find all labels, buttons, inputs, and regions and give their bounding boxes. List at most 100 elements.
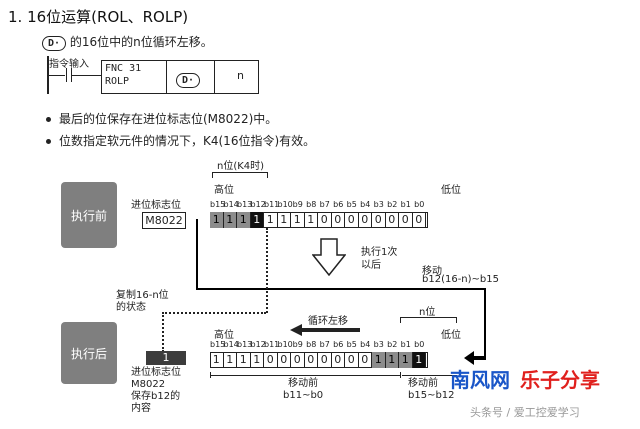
path-arrow-icon (464, 351, 486, 365)
carry-label-after: 进位标志位 M8022 保存b12的 内容 (131, 367, 181, 414)
bit-name-label: b13 (237, 200, 253, 209)
carry-box-after: 1 (146, 351, 186, 365)
bit-name-label: b8 (306, 340, 317, 349)
bit-cell: 0 (372, 212, 386, 228)
bit-name-label: b10 (277, 340, 293, 349)
bit-cell: 0 (318, 352, 332, 368)
bit-name-label: b10 (277, 200, 293, 209)
bit-name-label: b13 (237, 340, 253, 349)
carry-box-before: M8022 (142, 212, 186, 229)
down-arrow-icon (312, 238, 346, 276)
contact-right (71, 68, 72, 82)
bit-name-label: b6 (333, 340, 344, 349)
n-bits-label: n位(K4时) (217, 161, 265, 172)
bit-cell: 1 (251, 352, 264, 368)
bit-name-label: b8 (306, 200, 317, 209)
bullet-2: 位数指定软元件的情况下，K4(16位指令)有效。 (46, 132, 315, 149)
bit-name-label: b12 (250, 340, 266, 349)
bit-cell: 1 (372, 352, 386, 368)
mb1-line (210, 375, 400, 376)
ladder-rail (47, 56, 49, 94)
copy-line-h (162, 312, 266, 314)
bit-name-label: b7 (319, 200, 330, 209)
bit-name-label: b12 (250, 200, 266, 209)
instruction-input-label: 指令输入 (49, 59, 89, 70)
bit-name-label: b14 (223, 200, 239, 209)
intro-line: D· 的16位中的n位循环左移。 (42, 33, 213, 51)
moved-before-2: 移动前 b15~b12 (408, 378, 455, 401)
path-line-left (196, 219, 198, 289)
n2-bracket-right (456, 317, 457, 323)
n-bracket-left (212, 172, 213, 178)
low-label: 低位 (441, 185, 461, 196)
bit-name-label: b5 (346, 340, 357, 349)
bit-cell: 0 (332, 212, 345, 228)
bit-cell: 0 (291, 352, 305, 368)
bit-name-label: b4 (360, 340, 371, 349)
bit-cell: 1 (278, 212, 291, 228)
bit-cell: 0 (332, 352, 345, 368)
bit-name-label: b9 (292, 200, 303, 209)
bit-name-label: b7 (319, 340, 330, 349)
bit-name-label: b1 (400, 200, 411, 209)
path-line-right (484, 288, 486, 358)
bit-name-label: b0 (414, 200, 425, 209)
bit-name-label: b1 (400, 340, 411, 349)
instruction-operand: D· (176, 68, 201, 88)
bit-cell: 0 (413, 212, 426, 228)
low-label-after: 低位 (441, 330, 461, 341)
watermark-brand-blue: 南风网 (450, 368, 510, 392)
bullet-dot-icon (46, 117, 51, 122)
bullet-dot-icon (46, 139, 51, 144)
section-heading: 1. 16位运算(ROL、ROLP) (8, 8, 189, 26)
bit-cell: 1 (264, 212, 278, 228)
bit-cell: 1 (210, 352, 224, 368)
rotate-left-label: 循环左移 (308, 316, 348, 327)
bit-cell: 1 (250, 212, 264, 228)
left-arrow-icon (290, 324, 360, 336)
path-line-mid (196, 288, 486, 290)
bit-name-label: b6 (333, 200, 344, 209)
moved-before-1: 移动前 b11~b0 (283, 378, 324, 401)
watermark-brand-red: 乐子分享 (520, 368, 600, 392)
bit-cell: 1 (412, 352, 426, 368)
bit-cell: 0 (278, 352, 291, 368)
bit-name-label: b4 (360, 200, 371, 209)
bit-name-label: b2 (387, 340, 398, 349)
bit-name-label: b11 (264, 200, 280, 209)
watermark-footer: 头条号 / 爱工控爱学习 (470, 406, 580, 419)
n-bracket-right (267, 172, 268, 178)
instruction-n: n (237, 69, 244, 82)
bit-cell: 0 (359, 352, 372, 368)
high-label: 高位 (214, 185, 234, 196)
bit-cell: 1 (291, 212, 305, 228)
bit-name-label: b15 (210, 340, 226, 349)
intro-text: 的16位中的n位循环左移。 (69, 35, 213, 49)
ladder-wire-2 (72, 75, 101, 76)
bit-cell: 0 (359, 212, 372, 228)
bit-cell: 1 (399, 352, 413, 368)
copy-line-v2 (266, 228, 268, 313)
bit-cell: 1 (223, 212, 237, 228)
bit-name-label: b5 (346, 200, 357, 209)
bit-cell: 1 (385, 352, 399, 368)
after-button: 执行后 (61, 322, 117, 384)
n2-bracket-left (400, 317, 401, 323)
bullet-1: 最后的位保存在进位标志位(M8022)中。 (46, 110, 277, 127)
instruction-name: FNC 31 ROLP (105, 63, 142, 87)
bit-name-label: b15 (210, 200, 226, 209)
bit-name-label: b3 (373, 340, 384, 349)
copy-line-v (162, 312, 164, 352)
bit-name-label: b9 (292, 340, 303, 349)
mb2-line (402, 375, 457, 376)
n2-bracket-top (400, 317, 456, 318)
bit-cell: 0 (399, 212, 413, 228)
bit-cell: 0 (264, 352, 278, 368)
operand-pill-2: D· (176, 73, 201, 88)
bit-cell: 1 (237, 212, 251, 228)
bit-cell: 0 (345, 352, 359, 368)
carry-label-before: 进位标志位 (131, 200, 181, 211)
bit-name-label: b11 (264, 340, 280, 349)
